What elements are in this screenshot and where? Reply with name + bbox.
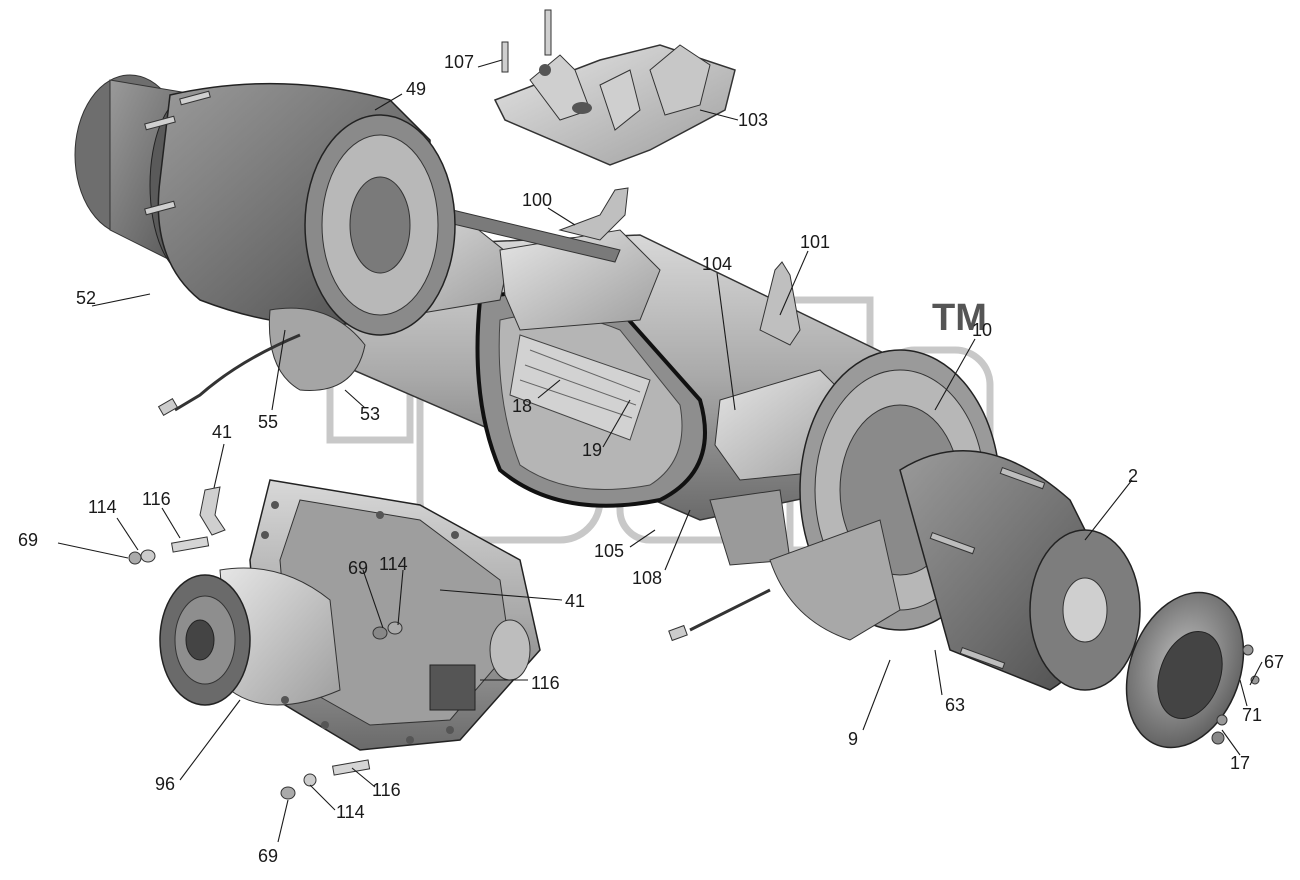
left-brake-drum bbox=[74, 74, 456, 417]
callout-17: 17 bbox=[1230, 753, 1250, 773]
callout-101: 101 bbox=[800, 232, 830, 252]
callout-107: 107 bbox=[444, 52, 474, 72]
callout-108: 108 bbox=[632, 568, 662, 588]
callout-53: 53 bbox=[360, 404, 380, 424]
callout-104: 104 bbox=[702, 254, 732, 274]
differential-assembly bbox=[128, 479, 541, 800]
upper-bracket bbox=[493, 9, 736, 166]
callout-71: 71 bbox=[1242, 705, 1262, 725]
callout-114-left: 114 bbox=[88, 497, 117, 517]
callout-116-bottom: 116 bbox=[372, 780, 401, 800]
callout-2: 2 bbox=[1128, 466, 1138, 486]
callout-18: 18 bbox=[512, 396, 532, 416]
callout-63: 63 bbox=[945, 695, 965, 715]
callout-103: 103 bbox=[738, 110, 768, 130]
callout-114-bottom: 114 bbox=[336, 802, 365, 822]
leader-lines bbox=[57, 59, 1263, 843]
callout-labels: 107 49 103 100 101 104 10 52 55 53 18 19… bbox=[18, 52, 1284, 866]
callout-116-left: 116 bbox=[142, 489, 171, 509]
callout-69-left: 69 bbox=[18, 530, 38, 550]
callout-67: 67 bbox=[1264, 652, 1284, 672]
callout-69-mid: 69 bbox=[348, 558, 368, 578]
right-hub-assembly bbox=[668, 349, 1141, 691]
callout-10: 10 bbox=[972, 320, 992, 340]
callout-49: 49 bbox=[406, 79, 426, 99]
callout-41-left: 41 bbox=[212, 422, 232, 442]
axle-housing bbox=[299, 187, 961, 566]
callout-41-right: 41 bbox=[565, 591, 585, 611]
callout-114-mid: 114 bbox=[379, 554, 408, 574]
callout-105: 105 bbox=[594, 541, 624, 561]
trademark-mark: TM bbox=[932, 297, 987, 339]
callout-9: 9 bbox=[848, 729, 858, 749]
callout-100: 100 bbox=[522, 190, 552, 210]
callout-116-right: 116 bbox=[531, 673, 560, 693]
hub-cap bbox=[1125, 591, 1260, 749]
callout-55: 55 bbox=[258, 412, 278, 432]
callout-96: 96 bbox=[155, 774, 175, 794]
callout-19: 19 bbox=[582, 440, 602, 460]
callout-69-bottom: 69 bbox=[258, 846, 278, 866]
callout-52: 52 bbox=[76, 288, 96, 308]
